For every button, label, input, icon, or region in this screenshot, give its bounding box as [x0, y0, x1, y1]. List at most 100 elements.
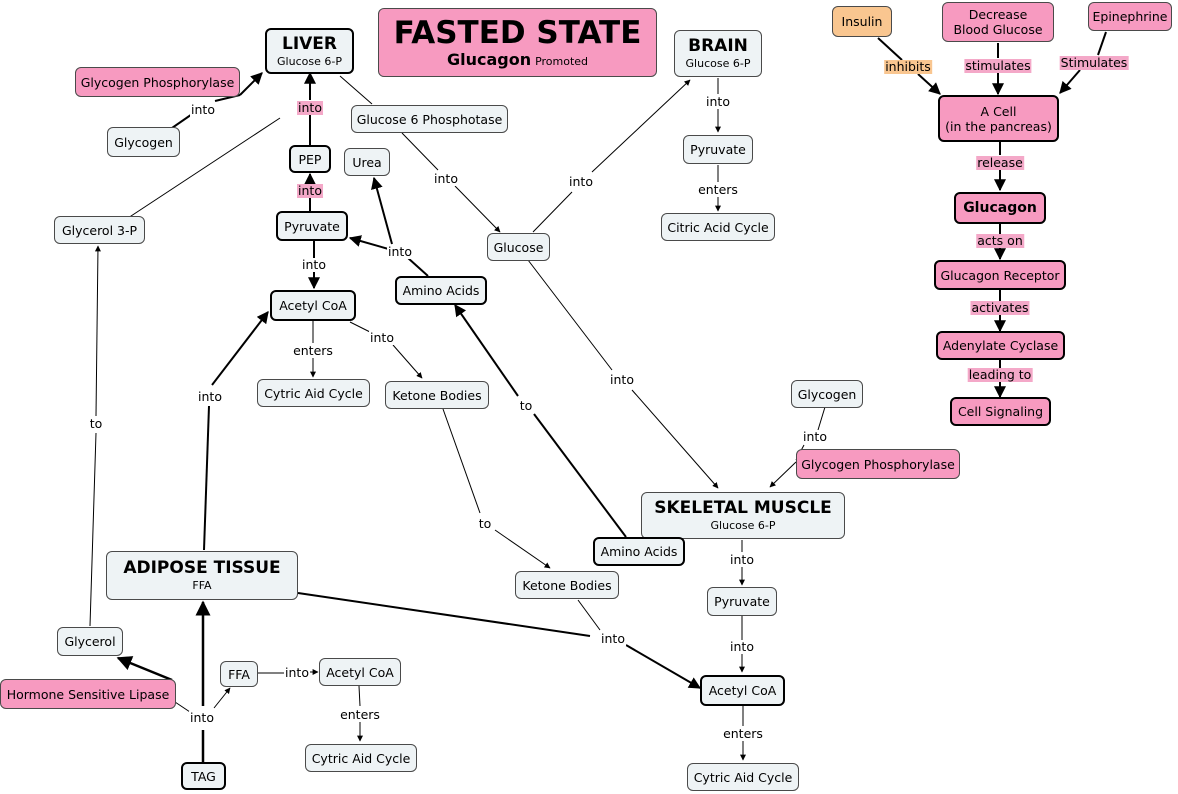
label-enters: enters [339, 707, 381, 722]
edge-into-acetyl-muscle2 [625, 644, 702, 689]
label-leading-to: leading to [967, 367, 1033, 382]
edge-glucose-into-muscle [527, 259, 613, 371]
label-into: into [729, 639, 755, 654]
edge-g6p-into [401, 132, 439, 171]
node-pyruvate-brain: Pyruvate [683, 135, 753, 164]
label-into: into [729, 552, 755, 567]
decrease-glucose-text: Decrease Blood Glucose [953, 7, 1043, 37]
edge-into-ketone [392, 344, 423, 379]
label-to: to [518, 398, 534, 413]
node-tag: TAG [181, 762, 226, 790]
edge-into-ffa [213, 687, 231, 709]
label-enters: enters [722, 726, 764, 741]
node-hormone-sensitive-lipase: Hormone Sensitive Lipase [0, 679, 176, 709]
label-release: release [976, 155, 1024, 170]
label-into: into [369, 330, 395, 345]
label-into: into [190, 102, 216, 117]
node-glucose: Glucose [487, 233, 550, 261]
edge-glycerol-to [89, 432, 97, 627]
node-cytric-cycle-adipose: Cytric Aid Cycle [305, 744, 417, 772]
node-decrease-blood-glucose: Decrease Blood Glucose [942, 2, 1054, 42]
label-into: into [387, 244, 413, 259]
edge-into-glucose [454, 185, 501, 233]
brain-sub: Glucose 6-P [685, 57, 751, 70]
adipose-title: ADIPOSE TISSUE [123, 558, 281, 578]
a-cell-line2: (in the pancreas) [945, 118, 1052, 134]
label-to: to [477, 516, 493, 531]
edge-liver-g6p [339, 75, 373, 105]
edge-to-ketone-muscle [494, 529, 551, 569]
node-urea: Urea [344, 148, 390, 176]
a-cell-line1: A Cell [980, 103, 1017, 119]
edge-glycerol3p-liver [127, 117, 281, 219]
edge-insulin-inhibits [877, 37, 903, 61]
node-ketone-bodies-liver: Ketone Bodies [385, 381, 489, 409]
node-amino-acids-liver: Amino Acids [395, 276, 487, 305]
edge-to-glycerol3p [94, 245, 101, 417]
edge-into-urea [371, 176, 393, 245]
edge-acetyl-into-ketone [349, 321, 373, 334]
label-stimulates: stimulates [964, 58, 1032, 73]
skeletal-title: SKELETAL MUSCLE [654, 498, 832, 518]
node-adenylate-cyclase: Adenylate Cyclase [936, 331, 1065, 360]
node-amino-acids-muscle: Amino Acids [593, 537, 685, 566]
glucagon-text: Glucagon [963, 199, 1037, 216]
skeletal-sub: Glucose 6-P [710, 519, 776, 532]
label-inhibits: inhibits [884, 59, 932, 74]
edge-hsl-glycerol [116, 656, 173, 682]
label-into: into [189, 710, 215, 725]
label-into: into [301, 257, 327, 272]
node-glycogen-phosphorylase-liver: Glycogen Phosphorylase [75, 67, 240, 97]
label-into: into [600, 631, 626, 646]
node-glucagon-receptor: Glucagon Receptor [934, 260, 1066, 290]
edge-adipose-into [297, 592, 591, 637]
node-glycogen-liver: Glycogen [107, 127, 180, 157]
edge-amino-into [407, 257, 429, 277]
node-acetyl-coa-liver: Acetyl CoA [270, 290, 356, 321]
edge-stimulates-acell2 [1059, 69, 1081, 94]
node-glucagon: Glucagon [954, 192, 1046, 224]
node-glycerol-3p: Glycerol 3-P [54, 216, 145, 244]
liver-title: LIVER [281, 33, 338, 54]
node-pyruvate-liver: Pyruvate [276, 211, 348, 241]
brain-title: BRAIN [688, 36, 748, 56]
adipose-sub: FFA [192, 579, 212, 592]
label-into: into [568, 174, 594, 189]
node-pyruvate-muscle: Pyruvate [707, 587, 777, 616]
edge-glycogen-muscle-into [817, 406, 826, 431]
liver-sub: Glucose 6-P [277, 54, 342, 68]
edge-adipose-into-up [203, 405, 210, 551]
node-liver: LIVER Glucose 6-P [265, 28, 354, 74]
label-into: into [609, 372, 635, 387]
edge-ketone-liver-to [442, 408, 481, 514]
edge-into-pyruvate [348, 235, 393, 251]
edge-inhibits-acell [917, 73, 941, 95]
edge-glycogen-phos-liver [239, 72, 263, 96]
label-acts-on: acts on [976, 233, 1024, 248]
edge-amino-muscle-to [533, 413, 627, 538]
label-into: into [297, 100, 323, 115]
node-ketone-bodies-muscle: Ketone Bodies [515, 571, 619, 599]
node-citric-cycle-brain: Citric Acid Cycle [661, 213, 775, 241]
edge-into-brain [591, 79, 691, 173]
label-into: into [705, 94, 731, 109]
label-stimulates-cap: Stimulates [1059, 55, 1129, 70]
node-pep: PEP [289, 145, 331, 173]
node-ffa: FFA [220, 661, 258, 687]
label-enters: enters [697, 182, 739, 197]
node-glucose-6-phosphatase: Glucose 6 Phosphotase [351, 105, 508, 133]
node-adipose-tissue: ADIPOSE TISSUE FFA [106, 551, 298, 600]
edge-ketone-muscle-into [577, 599, 601, 631]
node-brain: BRAIN Glucose 6-P [674, 30, 762, 77]
node-cytric-cycle-liver: Cytric Aid Cycle [257, 379, 370, 407]
edge-acetyl-adipose-enters [358, 685, 361, 707]
label-into: into [433, 171, 459, 186]
edge-phos-muscle-skeletal [769, 461, 797, 488]
node-cytric-cycle-muscle: Cytric Aid Cycle [687, 763, 799, 791]
node-a-cell: A Cell (in the pancreas) [938, 95, 1059, 142]
edge-to-amino-liver [454, 304, 519, 397]
node-glycerol: Glycerol [57, 627, 123, 656]
label-into: into [197, 389, 223, 404]
